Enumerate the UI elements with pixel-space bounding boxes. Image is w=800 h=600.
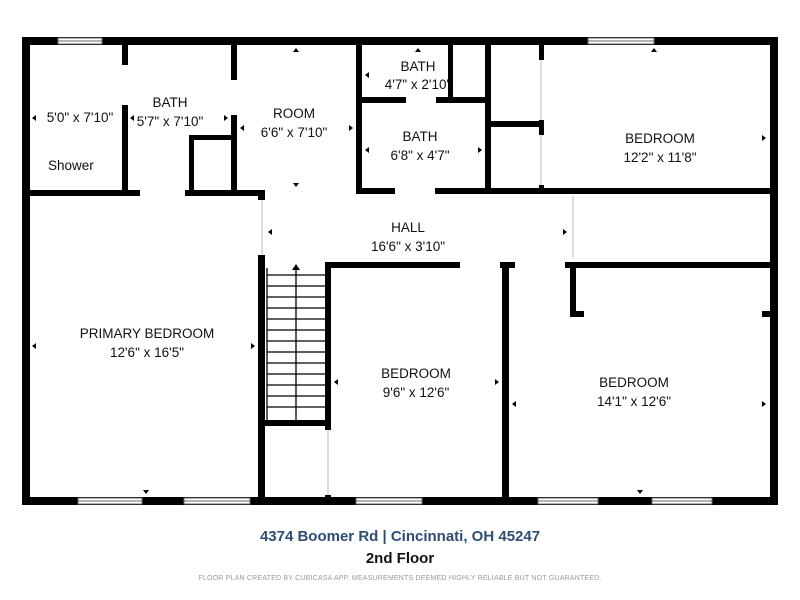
shower-label: Shower [48,158,94,173]
bath1-label: BATH [152,95,187,110]
bath2-dims: 4'7" x 2'10" [385,77,452,92]
hall-label: HALL [391,220,425,235]
exterior-walls [22,37,778,505]
shower-bath-dims: 5'0" x 7'10" [47,110,114,125]
hall-dims: 16'6" x 3'10" [371,239,445,254]
floor-label: 2nd Floor [365,550,435,567]
bath2-label: BATH [400,59,435,74]
bedroom-mid-dims: 9'6" x 12'6" [383,385,450,400]
room-labels: 5'0" x 7'10" Shower BATH 5'7" x 7'10" RO… [47,59,697,409]
property-address: 4374 Boomer Rd | Cincinnati, OH 45247 [259,528,541,545]
windows [57,37,713,505]
bath1-dims: 5'7" x 7'10" [137,114,204,129]
room-label: ROOM [273,106,315,121]
primary-bedroom-label: PRIMARY BEDROOM [80,326,215,341]
bedroom-se-label: BEDROOM [599,375,669,390]
room-dims: 6'6" x 7'10" [261,125,328,140]
bath3-dims: 6'8" x 4'7" [390,148,449,163]
staircase [266,264,325,420]
bedroom-mid-label: BEDROOM [381,366,451,381]
bath3-label: BATH [402,129,437,144]
floor-plan: 5'0" x 7'10" Shower BATH 5'7" x 7'10" RO… [22,37,778,505]
bedroom-se-dims: 14'1" x 12'6" [597,394,671,409]
dimension-ticks [32,48,766,494]
bedroom-ne-label: BEDROOM [625,131,695,146]
door-frames [261,60,574,495]
bedroom-ne-dims: 12'2" x 11'8" [623,150,696,165]
interior-walls [22,45,770,505]
disclaimer-text: FLOOR PLAN CREATED BY CUBICASA APP. MEAS… [198,575,602,582]
primary-bedroom-dims: 12'6" x 16'5" [110,345,184,360]
